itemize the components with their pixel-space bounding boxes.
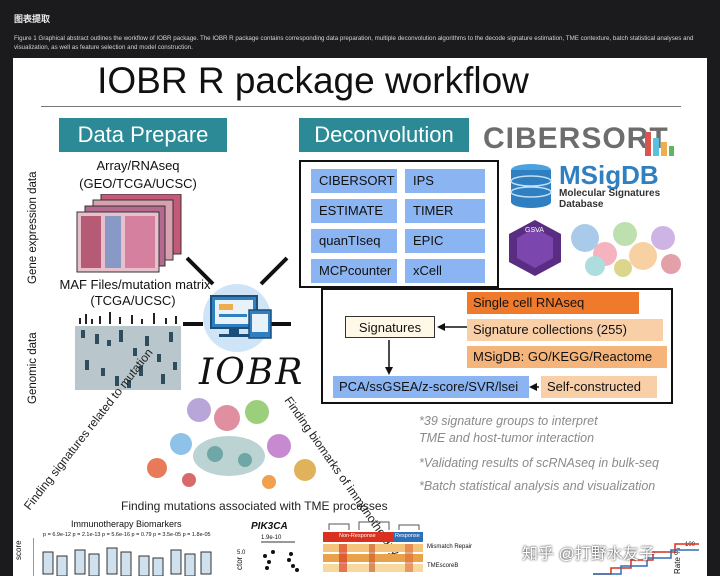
signature-methods: PCA/ssGSEA/z-score/SVR/lsei [333, 376, 529, 398]
iobr-logo-text: IOBR [199, 352, 305, 393]
genomic-data-label: Genomic data [27, 332, 39, 404]
source-single-cell: Single cell RNAseq [467, 292, 639, 314]
method-epic: EPIC [405, 229, 485, 253]
maf-label: MAF Files/mutation matrix [59, 277, 211, 292]
pik3ca-pvalue: 1.9e-10 [261, 535, 282, 541]
array-source-label: (GEO/TCGA/UCSC) [79, 176, 197, 191]
watermark: 知乎 @打野水友子 [522, 546, 655, 563]
deconvolution-heading: Deconvolution [299, 118, 469, 152]
figure-image: IOBR R package workflow Data Prepare Gen… [13, 58, 707, 576]
deconvolution-methods-box: CIBERSORT IPS ESTIMATE TIMER quanTIseq E… [299, 160, 499, 288]
immune-cells-illustration [147, 398, 316, 489]
pik3ca-tick: 5.0 [237, 550, 246, 556]
method-ips: IPS [405, 169, 485, 193]
method-estimate: ESTIMATE [311, 199, 397, 223]
heatmap-front [76, 211, 160, 273]
page-header: 图表提取 [14, 14, 51, 24]
cibersort-bars-icon [645, 132, 674, 156]
rate-tick: 100 [685, 542, 696, 548]
tmescore-label: TMEscoreB [427, 563, 459, 569]
signatures-box: Signatures Single cell RNAseq Signature … [321, 288, 673, 404]
method-cibersort: CIBERSORT [311, 169, 397, 193]
arc-label-tme-mutations: Finding mutations associated with TME pr… [121, 499, 388, 513]
single-cell-umap-plot [571, 222, 681, 277]
array-label: Array/RNAseq [96, 158, 180, 173]
note-tme-interaction: TME and host-tumor interaction [419, 431, 595, 445]
figure-caption: Figure 1 Graphical abstract outlines the… [14, 35, 694, 51]
database-icon [510, 164, 552, 208]
title-rule [41, 106, 681, 107]
data-prepare-heading: Data Prepare [59, 118, 227, 152]
pik3ca-title: PIK3CA [251, 521, 288, 532]
source-msigdb: MSigDB: GO/KEGG/Reactome [467, 346, 667, 368]
method-quantiseq: quanTIseq [311, 229, 397, 253]
gsva-label: GSVA [525, 227, 544, 234]
msigdb-subtitle-2: Database [559, 199, 604, 210]
msigdb-logo: MSigDB [559, 160, 659, 190]
non-response-label: Non-Response [339, 533, 376, 539]
immunotherapy-pvalues: p = 6.9e-12 p = 2.1e-13 p = 5.6e-16 p = … [43, 532, 211, 538]
response-label: Response [395, 533, 420, 539]
method-timer: TIMER [405, 199, 485, 223]
msigdb-subtitle-1: Molecular Signatures [559, 188, 661, 199]
source-signature-collections: Signature collections (255) [467, 319, 663, 341]
pik3ca-axis-label: ctor [235, 556, 244, 570]
signature-arrows [385, 323, 539, 391]
pik3ca-dotplot [261, 541, 299, 572]
mismatch-repair-label: Mismatch Repair [427, 544, 473, 550]
method-xcell: xCell [405, 259, 485, 283]
immunotherapy-boxplot [33, 538, 212, 576]
response-heatmap [323, 521, 423, 572]
signatures-node: Signatures [345, 316, 435, 338]
method-mcpcounter: MCPcounter [311, 259, 397, 283]
note-signature-groups: *39 signature groups to interpret [419, 414, 598, 428]
figure-title: IOBR R package workflow [97, 60, 529, 101]
survival-curve [593, 543, 699, 575]
gsva-hexagon-icon [509, 220, 561, 276]
heatmap-stack [76, 194, 182, 273]
score-axis-label: score [14, 540, 23, 560]
immunotherapy-panel-title: Immunotherapy Biomarkers [71, 519, 182, 529]
computer-icon [183, 256, 291, 352]
self-constructed: Self-constructed [541, 376, 657, 398]
cibersort-logo: CIBERSORT [483, 122, 669, 155]
note-batch-analysis: *Batch statistical analysis and visualiz… [419, 479, 656, 493]
maf-source-label: (TCGA/UCSC) [90, 293, 176, 308]
note-validating-scrnaseq: *Validating results of scRNAseq in bulk-… [419, 456, 659, 470]
mutation-matrix [75, 310, 181, 390]
gene-expression-label: Gene expression data [27, 171, 39, 284]
